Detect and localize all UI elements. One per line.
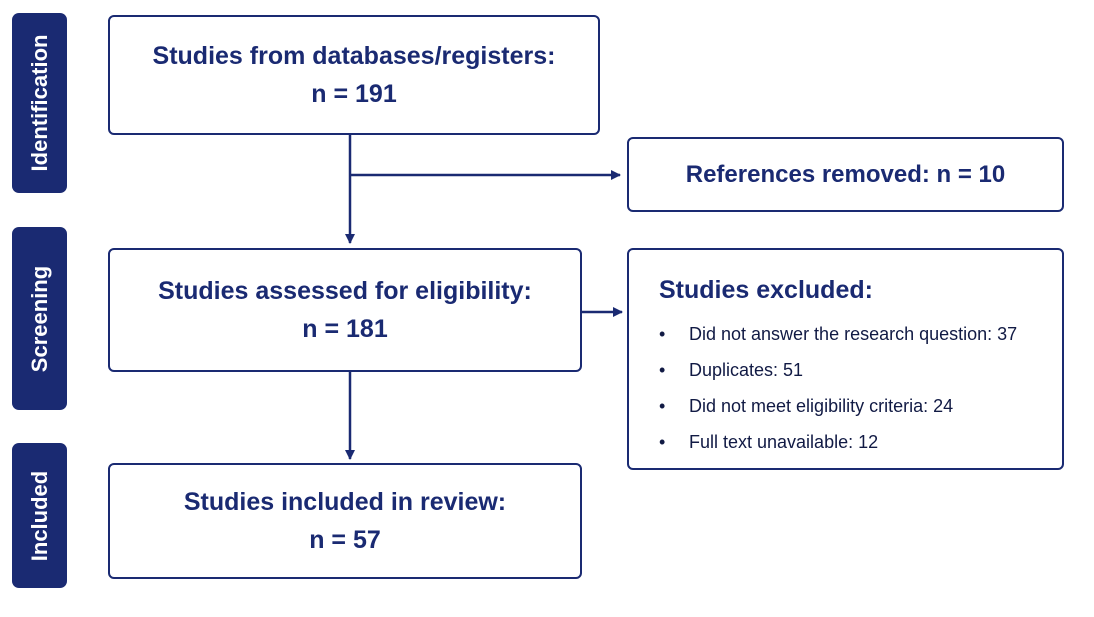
excluded-list: • Did not answer the research question: 3… [659, 316, 1017, 460]
included-title: Studies included in review: [183, 488, 507, 516]
assessed-count: n = 181 [302, 315, 388, 343]
bullet-icon: • [659, 360, 666, 380]
excluded-reason: Full text unavailable: 12 [689, 432, 879, 452]
phase-identification: Identification [12, 13, 67, 193]
phase-screening: Screening [12, 227, 67, 410]
excluded-box: Studies excluded: • Did not answer the re… [627, 248, 1064, 470]
list-item: • Did not meet eligibility criteria: 24 [659, 388, 1017, 424]
databases-box: Studies from databases/registers: n = 19… [108, 15, 600, 135]
included-box: Studies included in review: n = 57 [108, 463, 582, 579]
excluded-reason: Did not meet eligibility criteria: 24 [689, 396, 954, 416]
removed-text: References removed: n = 10 [685, 160, 1006, 188]
list-item: • Duplicates: 51 [659, 352, 1017, 388]
excluded-title: Studies excluded: [659, 276, 873, 304]
assessed-box: Studies assessed for eligibility: n = 18… [108, 248, 582, 372]
assessed-title: Studies assessed for eligibility: [158, 277, 532, 305]
phase-included: Included [12, 443, 67, 588]
databases-count: n = 191 [311, 80, 397, 108]
list-item: • Full text unavailable: 12 [659, 424, 1017, 460]
excluded-reason: Did not answer the research question: 37 [689, 324, 1018, 344]
bullet-icon: • [659, 432, 666, 452]
bullet-icon: • [659, 396, 666, 416]
removed-box: References removed: n = 10 [627, 137, 1064, 212]
list-item: • Did not answer the research question: 3… [659, 316, 1017, 352]
included-count: n = 57 [309, 526, 381, 554]
excluded-reason: Duplicates: 51 [689, 360, 804, 380]
databases-title: Studies from databases/registers: [152, 42, 556, 70]
bullet-icon: • [659, 324, 666, 344]
